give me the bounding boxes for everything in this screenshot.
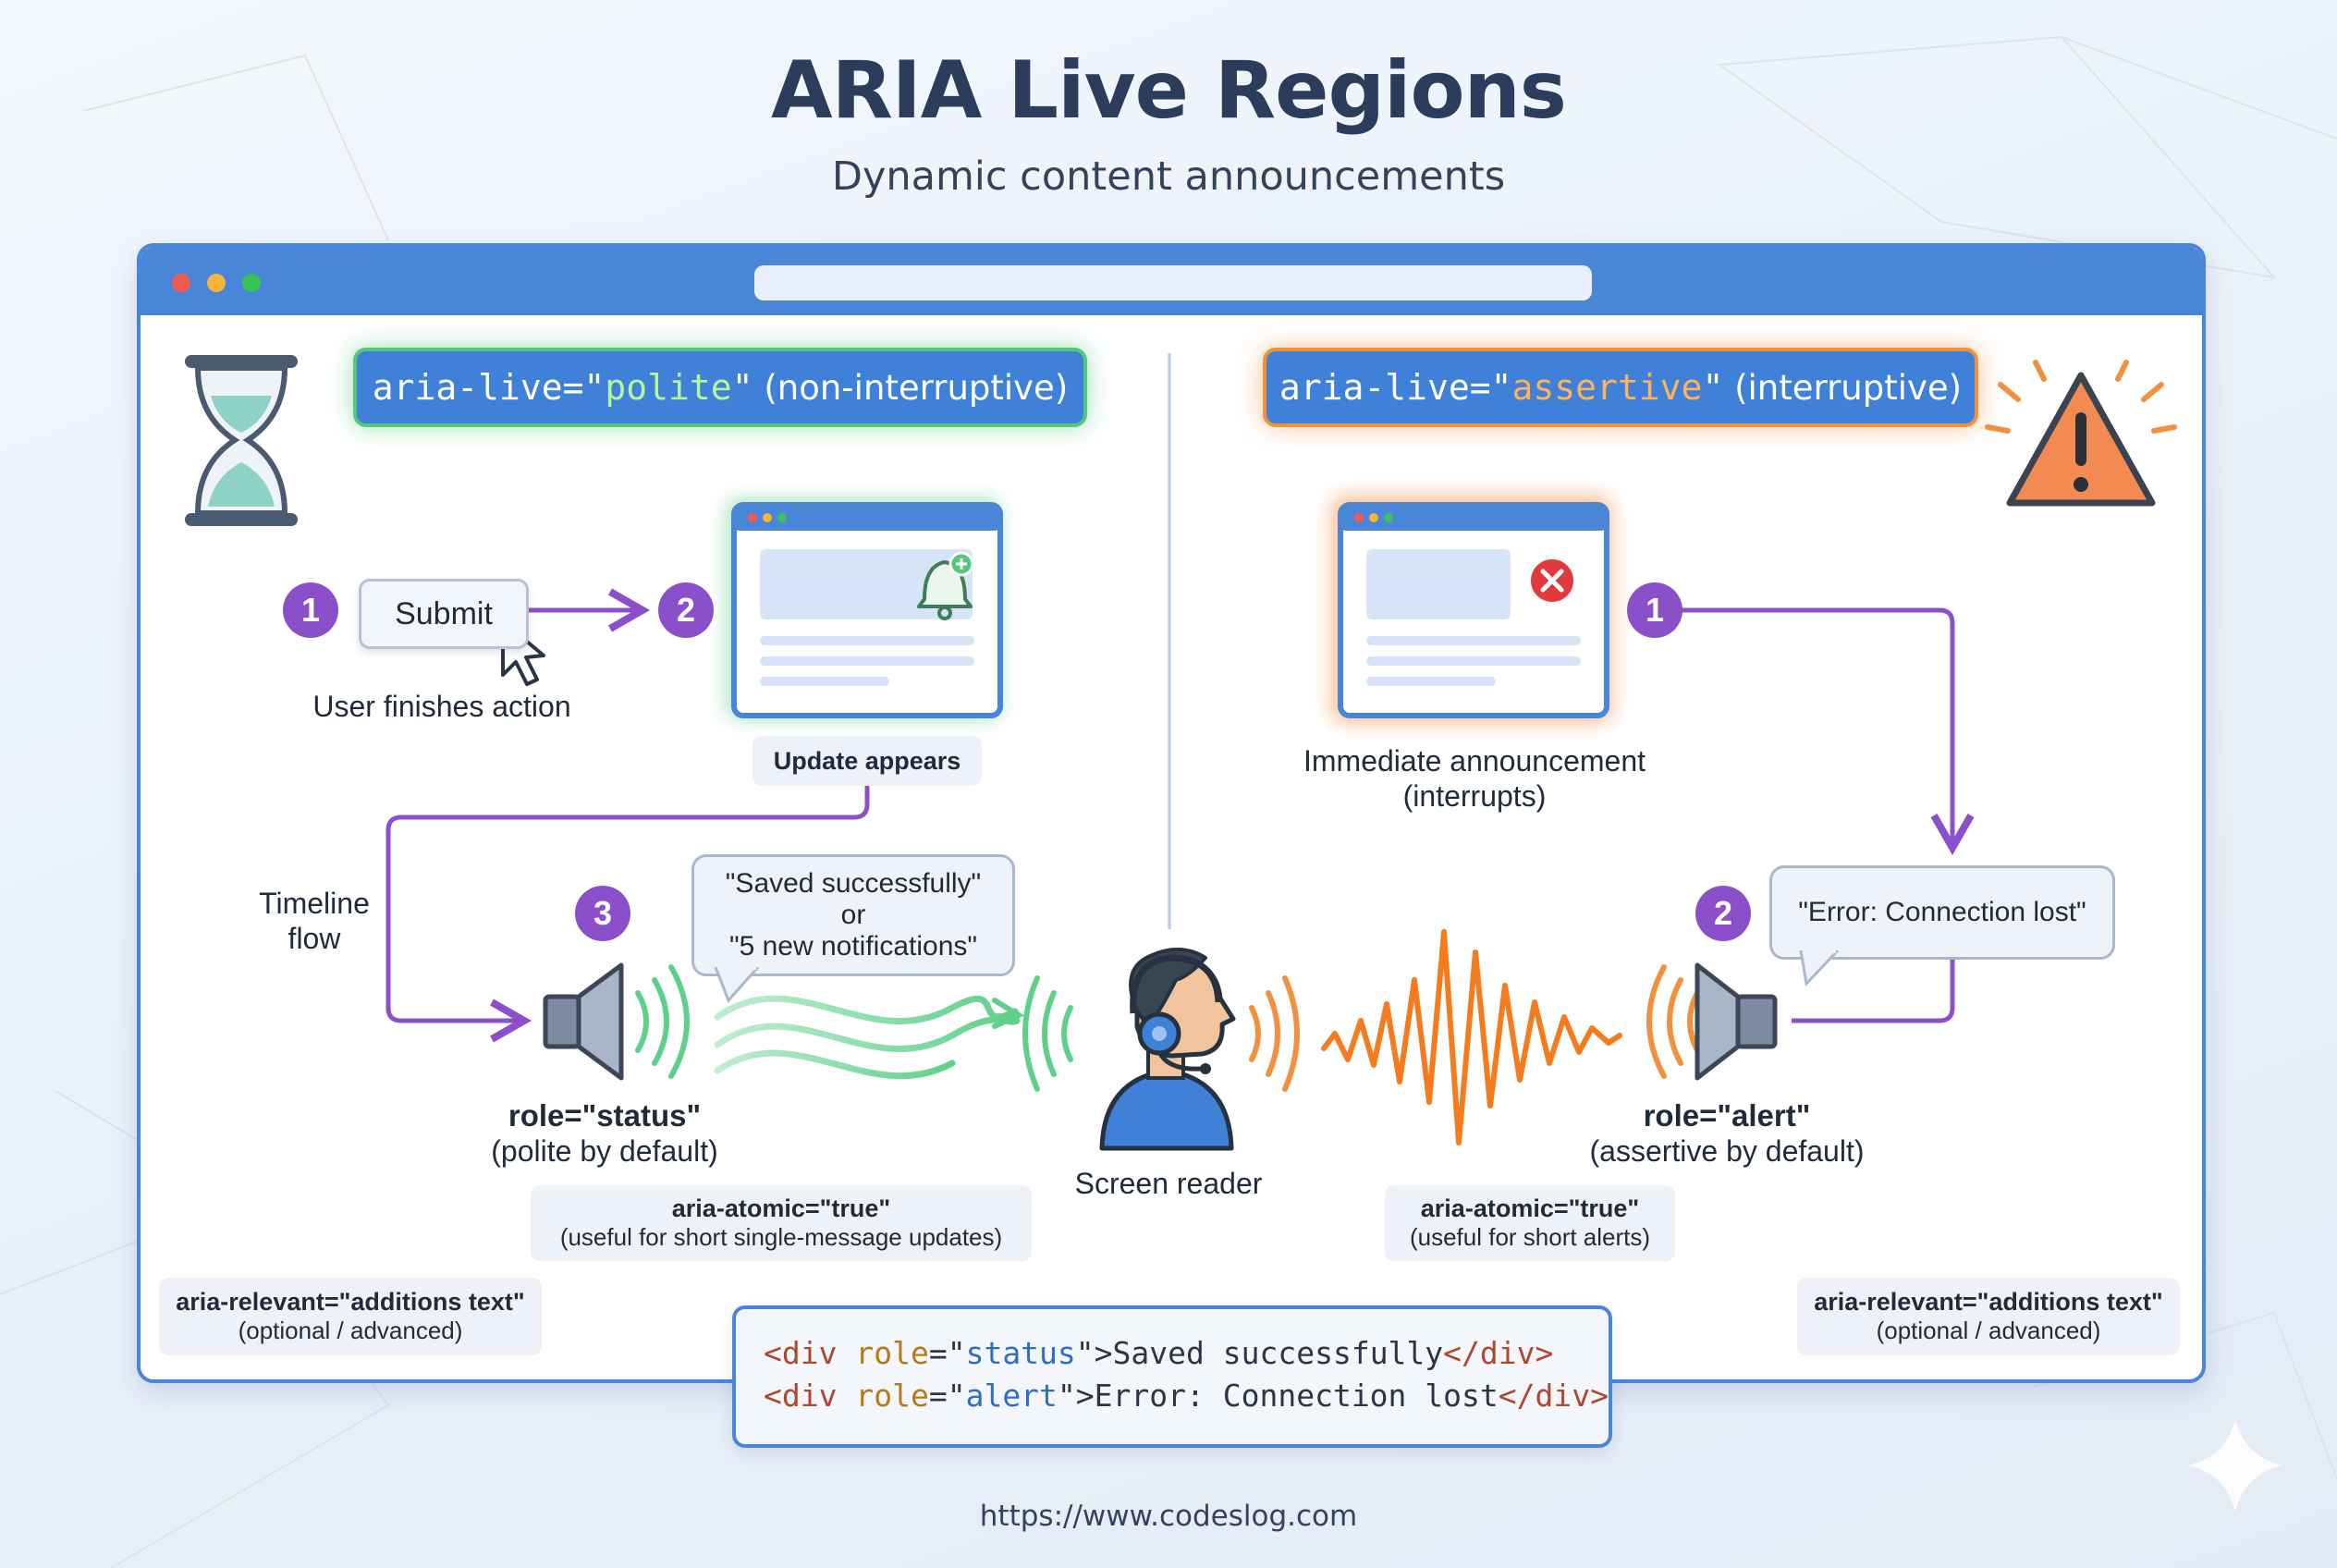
polite-message-bubble: "Saved successfully" or "5 new notificat… — [691, 854, 1015, 976]
polite-step-2-badge: 2 — [658, 582, 714, 638]
browser-window — [137, 243, 2206, 1383]
bell-icon — [917, 551, 974, 620]
assertive-pill-close: " — [1702, 367, 1724, 408]
polite-update-window — [727, 499, 1003, 719]
alert-speaker-icon — [1646, 962, 1778, 1081]
alert-role-label: role="alert" (assertive by default) — [1589, 1098, 1865, 1168]
polite-sound-wave — [714, 995, 1021, 1080]
aria-live-polite-pill: aria-live="polite" (non-interruptive) — [353, 348, 1087, 427]
minimize-dot-icon[interactable] — [207, 274, 226, 292]
code-example: <div role="status">Saved successfully</d… — [732, 1305, 1612, 1448]
polite-bubble-tail — [714, 967, 760, 1003]
assertive-atomic-tag: aria-atomic="true" (useful for short ale… — [1385, 1185, 1675, 1261]
code-line-alert: <div role="alert">Error: Connection lost… — [764, 1378, 1609, 1414]
warning-icon — [1985, 360, 2177, 507]
code-line-status: <div role="status">Saved successfully</d… — [764, 1335, 1554, 1371]
assertive-step-2-badge: 2 — [1695, 886, 1751, 941]
sparkle-icon — [2189, 1419, 2282, 1512]
status-speaker-icon — [543, 962, 690, 1081]
screen-reader-label: Screen reader — [1074, 1167, 1263, 1200]
close-dot-icon[interactable] — [172, 274, 190, 292]
bubble-to-speaker-line — [1792, 958, 1955, 1023]
assertive-error-window — [1331, 496, 1612, 723]
error-icon — [1527, 556, 1577, 606]
browser-titlebar — [141, 247, 2202, 315]
hourglass-icon — [185, 355, 298, 526]
polite-pill-close: " — [731, 367, 753, 408]
page-subtitle: Dynamic content announcements — [831, 153, 1506, 200]
assertive-pill-value: assertive — [1511, 367, 1703, 408]
address-bar[interactable] — [754, 265, 1592, 300]
footer-url[interactable]: https://www.codeslog.com — [979, 1500, 1358, 1533]
update-appears-label: Update appears — [752, 736, 982, 786]
user-action-label: User finishes action — [312, 690, 571, 723]
assertive-to-bubble-arrow — [1681, 607, 1975, 856]
assertive-sound-wave — [1321, 929, 1622, 1145]
polite-wave-arrowhead — [992, 998, 1025, 1029]
timeline-flow-label: Timeline flow — [259, 887, 370, 955]
error-message-bubble: "Error: Connection lost" — [1769, 865, 2115, 960]
immediate-announcement-label: Immediate announcement (interrupts) — [1303, 744, 1646, 813]
polite-pill-code: aria-live=" — [372, 367, 606, 408]
polite-pill-note: (non-interruptive) — [752, 367, 1069, 408]
polite-step-1-badge: 1 — [283, 582, 338, 638]
assertive-pill-note: (interruptive) — [1723, 367, 1963, 408]
submit-button[interactable]: Submit — [359, 579, 529, 649]
assertive-relevant-tag: aria-relevant="additions text" (optional… — [1797, 1278, 2180, 1355]
page-title: ARIA Live Regions — [771, 44, 1567, 137]
error-bubble-tail — [1799, 950, 1840, 987]
polite-step-3-badge: 3 — [575, 886, 630, 941]
outgoing-signal-icon — [1249, 975, 1300, 1092]
assertive-step-1-badge: 1 — [1627, 582, 1682, 638]
maximize-dot-icon[interactable] — [242, 274, 261, 292]
aria-live-assertive-pill: aria-live="assertive" (interruptive) — [1263, 348, 1978, 427]
timeline-flow-arrow — [385, 778, 870, 1043]
incoming-signal-icon — [1022, 975, 1073, 1092]
polite-atomic-tag: aria-atomic="true" (useful for short sin… — [531, 1185, 1032, 1261]
status-role-label: role="status" (polite by default) — [491, 1098, 718, 1168]
screen-reader-person-icon — [1099, 948, 1236, 1151]
assertive-pill-code: aria-live=" — [1279, 367, 1512, 408]
polite-pill-value: polite — [605, 367, 732, 408]
polite-relevant-tag: aria-relevant="additions text" (optional… — [159, 1278, 542, 1355]
